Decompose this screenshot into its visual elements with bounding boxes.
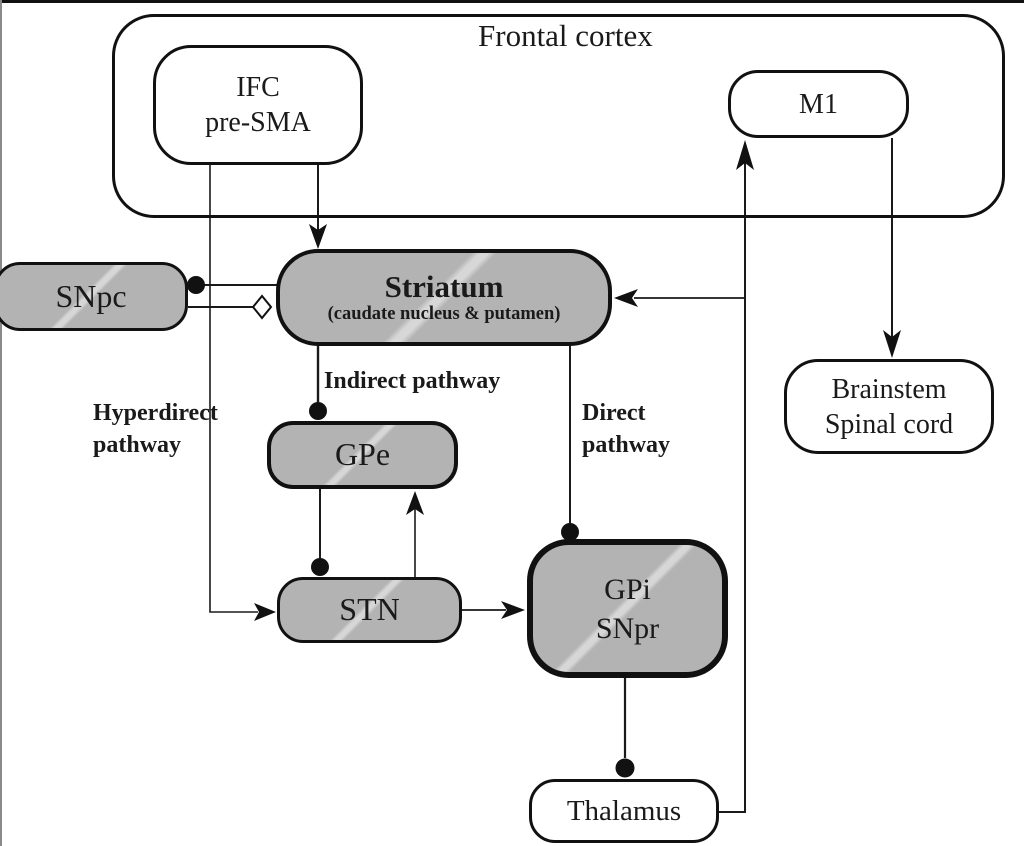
gpe-label: GPe (334, 436, 391, 473)
inhibitory-ball-at-thalamus (615, 758, 635, 778)
hyperdirect-pathway-label: Hyperdirect pathway (93, 398, 218, 461)
edge-thalamus-to-m1 (718, 150, 746, 813)
thalamus-label: Thalamus (566, 794, 682, 827)
arrowhead-into-m1-bottom (736, 140, 754, 170)
arrowhead-into-stn (254, 603, 276, 621)
inhibitory-ball-at-gpi (561, 523, 579, 541)
arrowhead-into-brainstem-top (883, 330, 901, 358)
arrowhead-into-striatum-right (614, 289, 638, 307)
inhibitory-ball-at-stn (311, 558, 329, 576)
top-border-line (0, 0, 1024, 3)
ifc-label-line2: pre-SMA (205, 107, 311, 138)
stn-box: STN (277, 577, 462, 643)
direct-pathway-label: Direct pathway (582, 398, 670, 461)
ifc-label-line1: IFC (236, 72, 280, 103)
frontal-cortex-label: Frontal cortex (478, 18, 653, 53)
thalamus-box: Thalamus (529, 779, 719, 843)
striatum-subtitle: (caudate nucleus & putamen) (327, 303, 561, 324)
edge-hyperdirect-ifc-to-stn (209, 165, 258, 613)
arrowhead-into-gpi-left (501, 601, 525, 619)
brainstem-label-line2: Spinal cord (824, 408, 954, 440)
indirect-pathway-label: Indirect pathway (324, 368, 501, 394)
gpe-box: GPe (267, 421, 458, 489)
direct-pathway-label-line2: pathway (582, 431, 671, 458)
hyperdirect-pathway-label-line1: Hyperdirect (93, 400, 218, 426)
inhibitory-ball-at-snpc (187, 276, 205, 294)
frontal-cortex-box (112, 14, 1005, 218)
arrowhead-into-striatum-top (309, 224, 327, 249)
snpc-box: SNpc (0, 262, 188, 331)
gpi-label-line2: SNpr (595, 611, 660, 645)
striatum-title: Striatum (384, 268, 504, 304)
open-diamond-at-striatum (251, 294, 273, 320)
inhibitory-ball-at-gpe (309, 402, 327, 420)
hyperdirect-pathway-label-line2: pathway (93, 431, 182, 458)
m1-box: M1 (728, 70, 909, 138)
arrowhead-into-gpe-bottom (406, 491, 424, 515)
m1-label: M1 (799, 88, 838, 120)
ifc-presma-box: IFC pre-SMA (153, 45, 363, 165)
brainstem-label-line1: Brainstem (831, 373, 947, 405)
striatum-box: Striatum (caudate nucleus & putamen) (276, 249, 612, 346)
brainstem-spinalcord-box: Brainstem Spinal cord (784, 359, 994, 454)
stn-label: STN (339, 591, 400, 628)
snpc-label: SNpc (55, 277, 127, 314)
left-border-line (0, 0, 2, 846)
gpi-label-line1: GPi (604, 572, 651, 606)
direct-pathway-label-line1: Direct (582, 400, 646, 426)
gpi-snpr-box: GPi SNpr (527, 539, 728, 678)
